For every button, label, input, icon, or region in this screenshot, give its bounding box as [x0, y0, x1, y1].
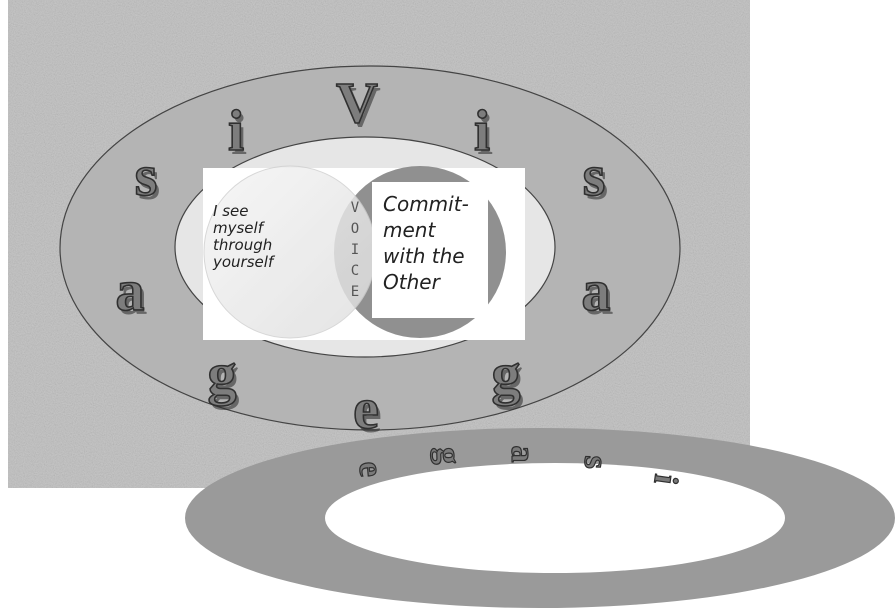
ring-letter: g	[208, 341, 237, 406]
reflection-letter: a	[504, 446, 541, 463]
venn-right-line: with the	[383, 243, 498, 269]
reflection-letter: s	[577, 455, 614, 470]
venn-right-line: Other	[383, 269, 498, 295]
venn-left-line: I see	[213, 203, 333, 220]
ring-letter: g	[492, 341, 521, 406]
voice-letter: E	[351, 284, 359, 300]
voice-letter: I	[351, 242, 359, 258]
reflection-letter: e	[351, 460, 389, 478]
venn-left-line: through	[213, 237, 333, 254]
ring-letter: a	[582, 258, 611, 323]
voice-letter: V	[351, 200, 360, 216]
venn-left-line: yourself	[213, 254, 333, 271]
reflection-ring-hole	[325, 463, 785, 573]
ring-letter: e	[353, 376, 379, 441]
venn-right-text: Commit- ment with the Other	[383, 191, 498, 295]
voice-letter: C	[351, 263, 359, 279]
voice-letter: O	[351, 221, 359, 237]
ring-letter: i	[474, 98, 490, 163]
ring-letter: s	[135, 143, 158, 208]
venn-right-line: ment	[383, 217, 498, 243]
reflection-letter: g	[430, 446, 468, 464]
venn-right-line: Commit-	[383, 191, 498, 217]
ring-letter: a	[116, 258, 145, 323]
venn-left-text: I see myself through yourself	[213, 203, 333, 271]
ring-letter: V	[336, 70, 378, 135]
ring-letter: s	[583, 143, 606, 208]
ring-letter: i	[228, 98, 244, 163]
venn-left-line: myself	[213, 220, 333, 237]
